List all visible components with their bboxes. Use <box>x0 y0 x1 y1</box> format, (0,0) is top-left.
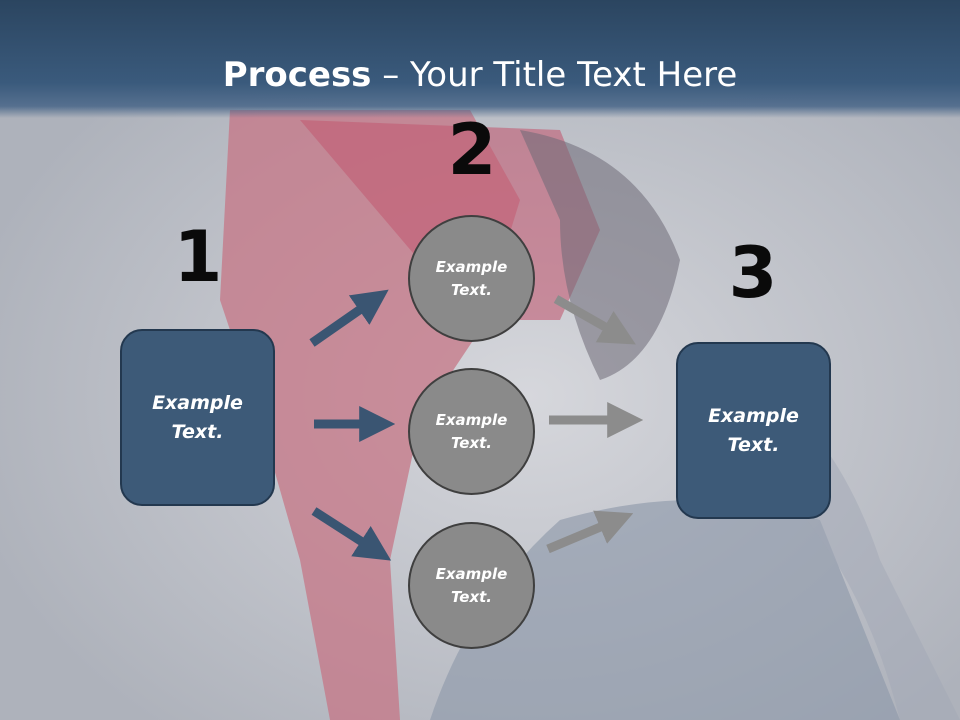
arrow-to-bottom-circle <box>311 507 392 561</box>
step-number-2: 2 <box>447 109 497 191</box>
arrow-from-top-circle <box>553 295 636 345</box>
arrow-from-bottom-circle <box>546 510 634 554</box>
right-box[interactable]: Example Text. <box>676 342 831 519</box>
title-strong: Process <box>222 55 372 95</box>
middle-circle-label: Example Text. <box>435 410 508 452</box>
top-circle[interactable]: Example Text. <box>408 215 535 342</box>
bottom-circle-label: Example Text. <box>435 564 508 606</box>
step-number-1: 1 <box>173 216 223 298</box>
top-circle-label: Example Text. <box>435 257 508 299</box>
bottom-circle[interactable]: Example Text. <box>408 522 535 649</box>
slide-title: Process – Your Title Text Here <box>0 54 960 96</box>
title-rest: – Your Title Text Here <box>371 55 738 95</box>
left-box[interactable]: Example Text. <box>120 329 275 506</box>
middle-circle[interactable]: Example Text. <box>408 368 535 495</box>
right-box-label: Example Text. <box>708 404 799 456</box>
left-box-label: Example Text. <box>152 391 243 443</box>
arrow-to-top-circle <box>309 289 389 347</box>
step-number-3: 3 <box>728 232 778 314</box>
title-bar <box>0 0 960 118</box>
